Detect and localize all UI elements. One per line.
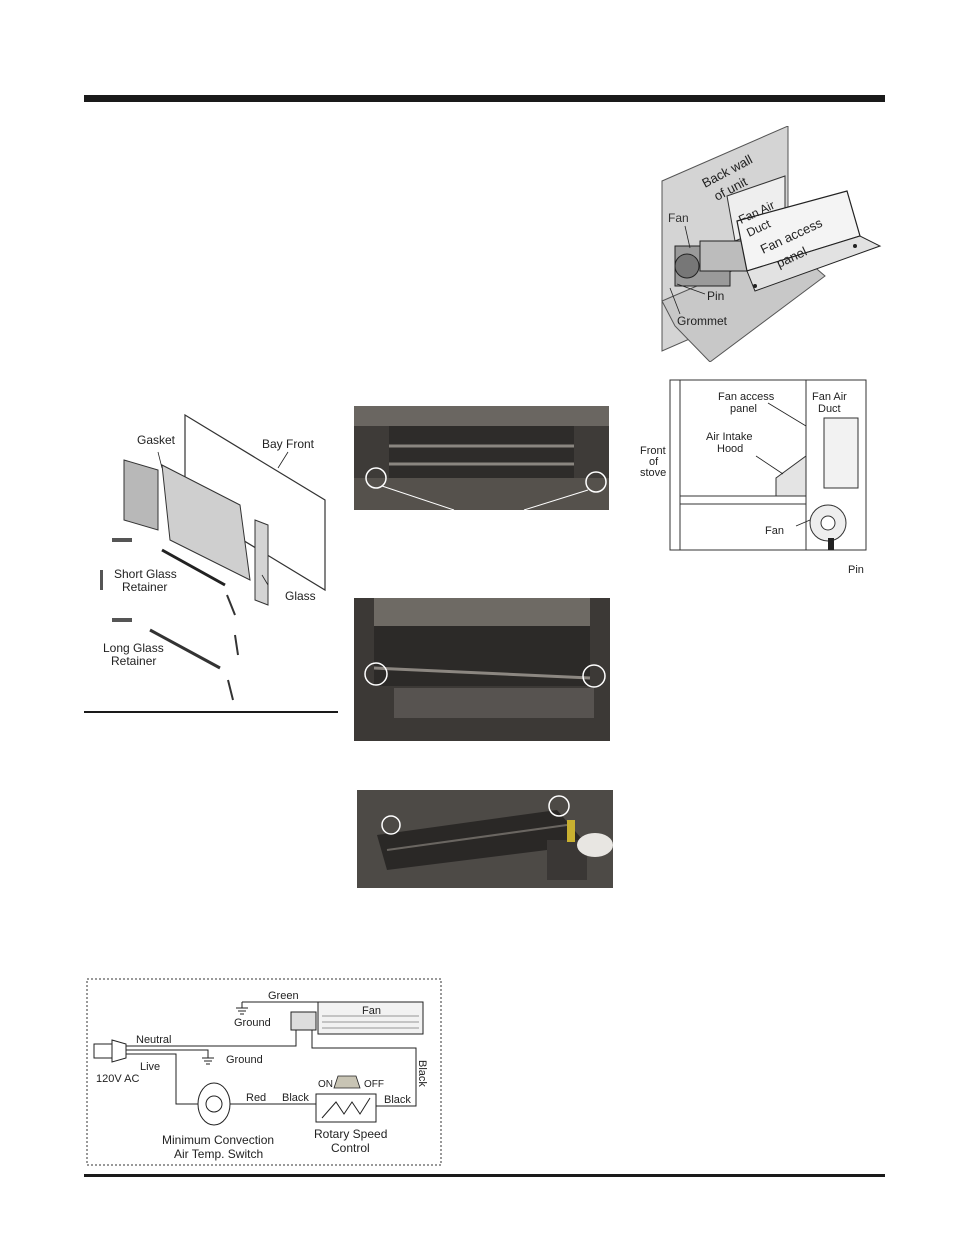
label-long-glass-retainer-2: Retainer [111, 654, 156, 668]
fan-installation-figure: Back wall of unit Fan Fan Air Duct Fan a… [655, 126, 885, 362]
label-red: Red [246, 1092, 266, 1104]
label-black-right: Black [384, 1094, 411, 1106]
label-fan-access-panel-side: Fan access [718, 391, 775, 403]
label-ground-mid: Ground [226, 1054, 263, 1066]
label-glass: Glass [285, 589, 316, 603]
label-bay-front: Bay Front [262, 437, 315, 451]
header-rule [84, 95, 885, 102]
label-fan-access-panel-side-2: panel [730, 403, 757, 415]
label-fan-air-duct-side: Fan Air [812, 391, 847, 403]
label-front-of-stove-3: stove [640, 467, 666, 479]
label-green: Green [268, 990, 299, 1002]
label-short-glass-retainer-2: Retainer [122, 580, 167, 594]
label-short-glass-retainer: Short Glass [114, 567, 177, 581]
bay-front-figure: Gasket Bay Front Short Glass Retainer Gl… [100, 410, 336, 705]
label-speed-control-2: Control [331, 1141, 370, 1155]
label-fan: Fan [362, 1005, 381, 1017]
label-supply: 120V AC [96, 1073, 139, 1085]
label-fan-side: Fan [765, 525, 784, 537]
label-front-of-stove-2: of [649, 456, 659, 468]
label-neutral: Neutral [136, 1034, 171, 1046]
label-live: Live [140, 1061, 160, 1073]
label-air-intake-hood-2: Hood [717, 443, 743, 455]
label-off: OFF [364, 1079, 384, 1090]
label-fan: Fan [668, 211, 689, 225]
label-front-of-stove: Front [640, 445, 666, 457]
label-ground-top: Ground [234, 1017, 271, 1029]
photo-burner-tray-2 [354, 598, 610, 741]
label-on: ON [318, 1079, 333, 1090]
section-rule [84, 711, 338, 713]
photo-fan-panel [357, 790, 613, 888]
label-fan-air-duct-side-2: Duct [818, 403, 841, 415]
label-grommet: Grommet [677, 314, 728, 328]
label-speed-control: Rotary Speed [314, 1127, 387, 1141]
label-pin: Pin [707, 289, 724, 303]
side-view-figure: Fan access panel Fan Air Duct Air Intake… [638, 378, 878, 578]
label-air-intake-hood: Air Intake [706, 431, 752, 443]
label-pin-side: Pin [848, 564, 864, 576]
wiring-diagram: Green Fan Ground Neutral Ground Live 120… [86, 978, 442, 1166]
label-temp-switch-2: Air Temp. Switch [174, 1147, 263, 1161]
label-long-glass-retainer: Long Glass [103, 641, 164, 655]
label-temp-switch: Minimum Convection [162, 1133, 274, 1147]
label-black-vertical: Black [416, 1060, 428, 1087]
footer-rule [84, 1174, 885, 1177]
photo-burner-tray-1 [354, 406, 609, 510]
label-gasket: Gasket [137, 433, 176, 447]
label-black-left: Black [282, 1092, 309, 1104]
